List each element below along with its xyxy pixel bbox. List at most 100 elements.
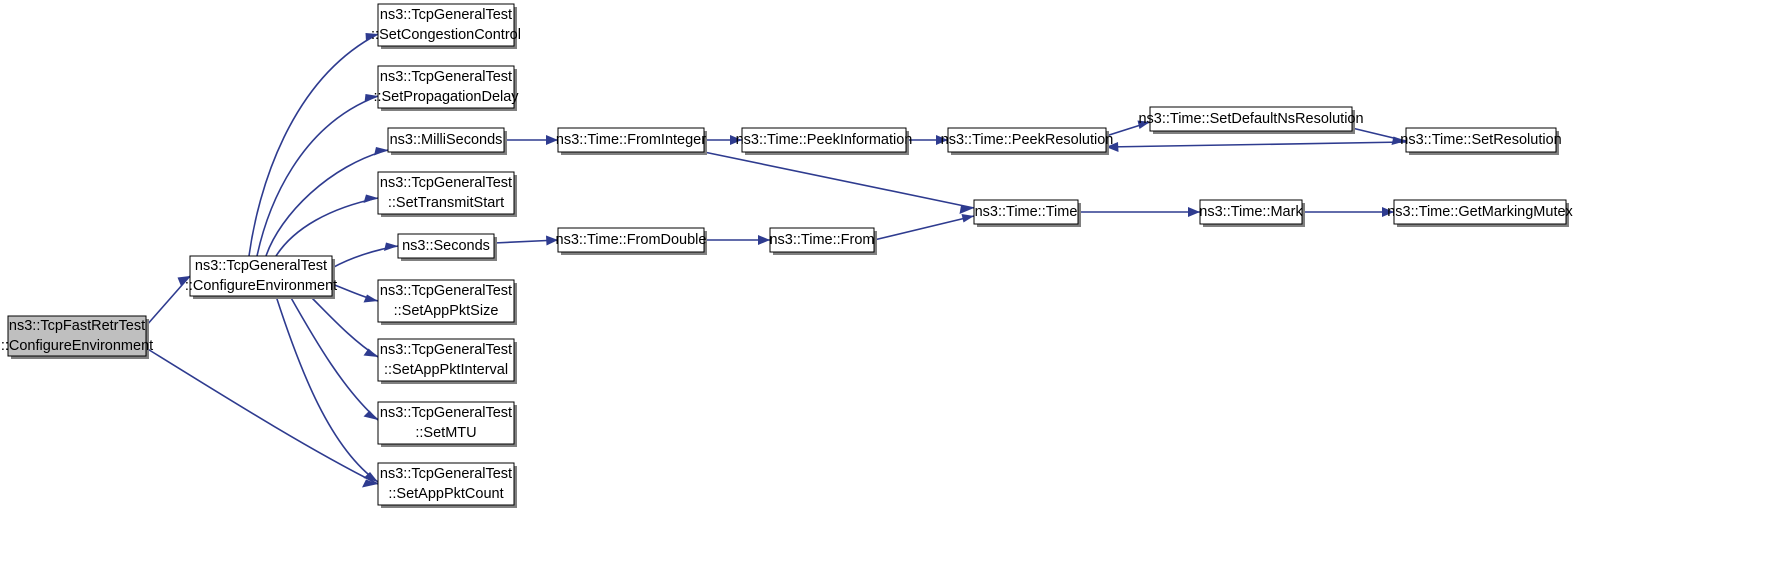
arrowhead-icon [384, 242, 398, 251]
node-label-line: ns3::Time::SetDefaultNsResolution [1138, 111, 1363, 127]
node-label-line: ::ConfigureEnvironment [1, 338, 153, 354]
graph-node[interactable]: ns3::TcpGeneralTest::SetCongestionContro… [371, 3, 521, 49]
edge-TcpFastRetrTest-to-SetAppPktCount [145, 347, 379, 488]
arrowhead-icon [364, 94, 378, 103]
node-rect[interactable] [1405, 127, 1557, 153]
node-label-line: ns3::TcpGeneralTest [380, 175, 512, 191]
arrowhead-icon [546, 135, 558, 145]
node-rect[interactable] [377, 171, 515, 215]
node-label-line: ns3::TcpFastRetrTest [9, 318, 145, 334]
graph-node[interactable]: ns3::TcpGeneralTest::SetAppPktCount [377, 462, 517, 508]
node-rect[interactable] [1393, 199, 1567, 225]
arrowhead-icon [363, 410, 378, 420]
arrowhead-icon [374, 147, 388, 156]
node-label-line: ns3::TcpGeneralTest [380, 69, 512, 85]
graph-node[interactable]: ns3::Time::From [769, 227, 877, 255]
arrowhead-icon [177, 276, 190, 286]
graph-node[interactable]: ns3::Time::PeekInformation [736, 127, 913, 155]
node-rect[interactable] [189, 255, 333, 297]
graph-node[interactable]: ns3::TcpGeneralTest::SetAppPktInterval [377, 338, 517, 384]
node-rect[interactable] [377, 3, 515, 47]
node-rect[interactable] [741, 127, 907, 153]
edge-SetDefaultNsResolution-to-SetResolution [1351, 127, 1407, 145]
graph-node[interactable]: ns3::Time::GetMarkingMutex [1387, 199, 1574, 227]
node-label-line: ns3::Time::FromInteger [556, 132, 706, 148]
node-label-line: ns3::Time::PeekResolution [941, 132, 1114, 148]
edge-Mark-to-GetMarkingMutex [1302, 207, 1394, 217]
graph-node[interactable]: ns3::Time::SetResolution [1400, 127, 1562, 155]
node-rect[interactable] [1199, 199, 1303, 225]
edge-FromInteger-to-Time [703, 151, 975, 214]
node-rect[interactable] [947, 127, 1107, 153]
edge-TcpFastRetrTest-to-TcpGeneralTest [145, 275, 191, 327]
graph-node[interactable]: ns3::Time::SetDefaultNsResolution [1138, 106, 1364, 134]
edge-ConfigureEnvironment-to-SetTransmitStart [275, 194, 379, 257]
edge-MilliSeconds-to-FromInteger [504, 135, 558, 145]
node-rect[interactable] [973, 199, 1079, 225]
arrowhead-icon [961, 214, 974, 223]
graph-node[interactable]: ns3::TcpGeneralTest::SetAppPktSize [377, 279, 517, 325]
nodes-layer: ns3::TcpFastRetrTest::ConfigureEnvironme… [1, 3, 1574, 508]
node-label-line: ns3::TcpGeneralTest [380, 7, 512, 23]
edge-ConfigureEnvironment-to-SetMTU [289, 295, 379, 421]
node-label-line: ::SetAppPktInterval [384, 362, 508, 378]
edge-line [145, 275, 191, 327]
arrowhead-icon [363, 294, 378, 303]
node-rect[interactable] [377, 65, 515, 109]
node-label-line: ::SetPropagationDelay [373, 89, 519, 105]
node-rect[interactable] [387, 127, 505, 153]
node-label-line: ns3::TcpGeneralTest [380, 342, 512, 358]
node-label-line: ns3::Time::Mark [1199, 204, 1303, 220]
arrowhead-icon [959, 205, 974, 214]
edge-PeekInformation-to-PeekResolution [906, 135, 948, 145]
node-rect[interactable] [1149, 106, 1353, 132]
node-rect[interactable] [377, 462, 515, 506]
node-label-line: ns3::Time::PeekInformation [736, 132, 913, 148]
arrowhead-icon [758, 235, 770, 245]
edge-From-to-Time [873, 214, 975, 241]
graph-node[interactable]: ns3::Time::FromDouble [556, 227, 707, 255]
edge-line [1105, 141, 1407, 148]
node-label-line: ::SetCongestionControl [371, 27, 521, 43]
edge-FromInteger-to-PeekInformation [704, 135, 742, 145]
edge-ConfigureEnvironment-to-SetCongestionControl [248, 33, 379, 257]
graph-node[interactable]: ns3::MilliSeconds [387, 127, 507, 155]
node-label-line: ns3::TcpGeneralTest [380, 466, 512, 482]
node-rect[interactable] [377, 401, 515, 445]
edge-line [873, 215, 975, 241]
node-rect[interactable] [377, 338, 515, 382]
node-rect[interactable] [7, 315, 147, 357]
edges-layer [145, 33, 1407, 488]
node-label-line: ns3::Time::Time [975, 204, 1078, 220]
node-rect[interactable] [557, 227, 705, 253]
graph-node[interactable]: ns3::Seconds [397, 233, 497, 261]
node-rect[interactable] [397, 233, 495, 259]
node-label-line: ::ConfigureEnvironment [185, 278, 337, 294]
graph-node[interactable]: ns3::TcpFastRetrTest::ConfigureEnvironme… [1, 315, 153, 359]
node-rect[interactable] [557, 127, 705, 153]
node-label-line: ns3::Time::FromDouble [556, 232, 707, 248]
node-rect[interactable] [377, 279, 515, 323]
graph-node[interactable]: ns3::Time::FromInteger [556, 127, 707, 155]
edge-SetResolution-to-PeekResolution [1105, 141, 1407, 152]
edge-line [289, 295, 379, 421]
edge-ConfigureEnvironment-to-Seconds [331, 242, 399, 269]
node-rect[interactable] [769, 227, 875, 253]
edge-ConfigureEnvironment-to-SetPropagationDelay [256, 94, 379, 257]
graph-node[interactable]: ns3::TcpGeneralTest::SetMTU [377, 401, 517, 447]
graph-node[interactable]: ns3::TcpGeneralTest::SetPropagationDelay [373, 65, 519, 111]
graph-node[interactable]: ns3::Time::PeekResolution [941, 127, 1114, 155]
node-label-line: ns3::Seconds [402, 238, 490, 254]
edge-ConfigureEnvironment-to-SetAppPktInterval [309, 295, 379, 358]
edge-FromDouble-to-From [704, 235, 770, 245]
graph-node[interactable]: ns3::TcpGeneralTest::SetTransmitStart [377, 171, 517, 217]
graph-node[interactable]: ns3::TcpGeneralTest::ConfigureEnvironmen… [185, 255, 337, 299]
graph-node[interactable]: ns3::Time::Mark [1199, 199, 1305, 227]
edge-line [275, 295, 379, 483]
arrowhead-icon [1188, 207, 1200, 217]
edge-line [275, 197, 379, 257]
arrowhead-icon [363, 472, 378, 482]
graph-node[interactable]: ns3::Time::Time [973, 199, 1081, 227]
edge-line [703, 151, 975, 209]
